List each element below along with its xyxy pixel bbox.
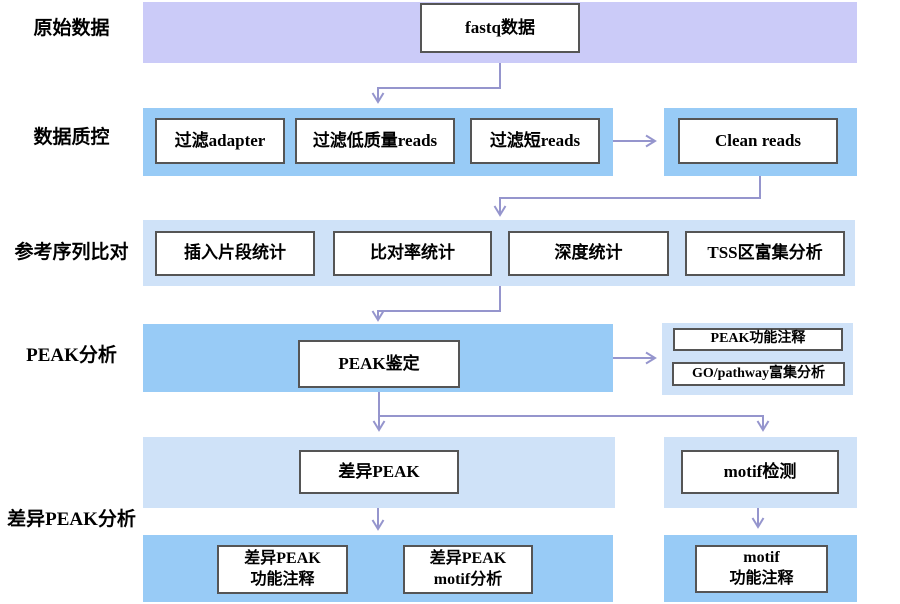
node-insert-size-stats: 插入片段统计 bbox=[155, 231, 315, 276]
node-clean-reads: Clean reads bbox=[678, 118, 838, 164]
arrow-alignment-to-peak bbox=[371, 286, 501, 322]
arrow-fastq-to-qc bbox=[371, 63, 501, 104]
node-tss-enrichment: TSS区富集分析 bbox=[685, 231, 845, 276]
node-peak-calling: PEAK鉴定 bbox=[298, 340, 460, 388]
stage-label-alignment: 参考序列比对 bbox=[14, 242, 129, 263]
node-diff-peak-annotation: 差异PEAK 功能注释 bbox=[217, 545, 348, 594]
arrow-clean-to-alignment bbox=[493, 176, 761, 217]
node-fastq-data: fastq数据 bbox=[420, 3, 580, 53]
arrow-peak-to-motif bbox=[378, 392, 770, 432]
node-diff-peak-motif: 差异PEAK motif分析 bbox=[403, 545, 533, 594]
node-peak-annotation: PEAK功能注释 bbox=[673, 328, 843, 351]
node-motif-annotation: motif 功能注释 bbox=[695, 545, 828, 593]
node-filter-adapter: 过滤adapter bbox=[155, 118, 285, 164]
node-diff-peak: 差异PEAK bbox=[299, 450, 459, 494]
node-filter-low-quality: 过滤低质量reads bbox=[295, 118, 455, 164]
node-depth-stats: 深度统计 bbox=[508, 231, 669, 276]
stage-label-raw-data: 原始数据 bbox=[33, 18, 110, 39]
node-filter-short-reads: 过滤短reads bbox=[470, 118, 600, 164]
stage-label-peak: PEAK分析 bbox=[26, 345, 117, 366]
node-go-pathway-enrichment: GO/pathway富集分析 bbox=[672, 362, 845, 386]
stage-label-diff-peak: 差异PEAK分析 bbox=[7, 509, 136, 530]
node-mapping-rate-stats: 比对率统计 bbox=[333, 231, 492, 276]
stage-label-qc: 数据质控 bbox=[33, 127, 110, 148]
node-motif-detection: motif检测 bbox=[681, 450, 839, 494]
